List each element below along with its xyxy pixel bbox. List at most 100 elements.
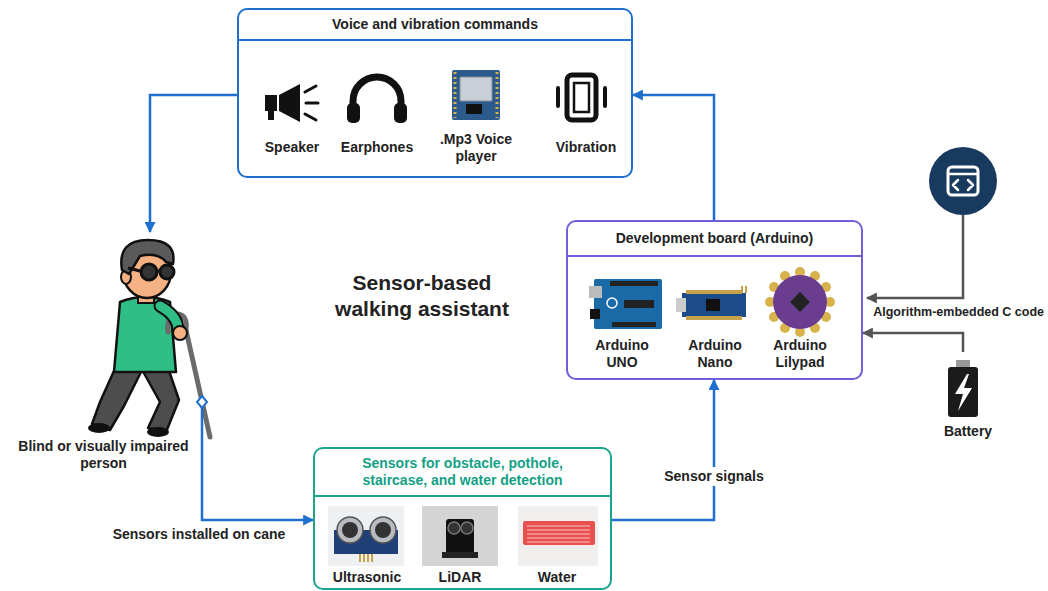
vibration-icon: [558, 75, 605, 120]
flow-arrow: [633, 95, 714, 220]
speaker-icon: [268, 111, 274, 120]
lidar-sensor-image: [446, 519, 474, 555]
panel-heading: Voice and vibration commands: [239, 10, 631, 41]
code-icon: [929, 147, 997, 215]
person-figure: [186, 330, 210, 437]
node-label: LiDAR: [415, 569, 505, 586]
board-item: Arduino Lilypad: [765, 337, 835, 371]
mp3-module-icon: [455, 72, 497, 118]
flow-arrow: [202, 402, 313, 520]
battery-icon: [948, 360, 978, 417]
person-figure: [173, 326, 187, 340]
edge-label: Sensors installed on cane: [110, 525, 289, 544]
sensor-item: Ultrasonic: [322, 569, 412, 586]
water-sensor-image: [523, 521, 595, 545]
arduino-uno-image: [589, 279, 662, 329]
person-figure: [128, 268, 140, 271]
panel-heading: Sensors for obstacle, pothole, staircase…: [315, 449, 610, 497]
node-label: Vibration: [541, 139, 631, 156]
board-panel: Development board (Arduino) Arduino UNO Ar…: [566, 220, 863, 380]
vibration-icon: [567, 75, 596, 120]
code-icon: [948, 173, 978, 176]
arduino-lilypad-image: [790, 292, 810, 312]
arduino-lilypad-image: [773, 275, 827, 329]
node-label: Earphones: [332, 139, 422, 156]
node-label: .Mp3 Voice player: [433, 131, 519, 165]
input-label: Algorithm-embedded C code: [873, 305, 1044, 320]
arduino-nano-image: [706, 299, 720, 311]
speaker-icon: [265, 84, 318, 122]
node-label: Arduino Lilypad: [765, 337, 835, 371]
person-figure: [147, 427, 169, 437]
ultrasonic-sensor-image: [337, 517, 363, 543]
ultrasonic-sensor-image: [328, 506, 404, 566]
code-icon: [948, 167, 978, 195]
arduino-lilypad-image: [765, 267, 835, 337]
node-label: Ultrasonic: [322, 569, 412, 586]
code-icon: [929, 147, 997, 215]
lidar-sensor-image: [442, 552, 478, 558]
connector-group: [150, 95, 963, 520]
arduino-nano-image: [742, 286, 746, 293]
arduino-uno-image: [594, 279, 662, 329]
node-label: Battery: [944, 423, 992, 440]
arduino-uno-image: [624, 300, 654, 308]
user-figure: Blind or visually impaired person: [5, 232, 202, 472]
panel-heading: Development board (Arduino): [568, 222, 861, 257]
sensor-panel: Sensors for obstacle, pothole, staircase…: [313, 447, 612, 590]
vibration-icon: [558, 88, 605, 106]
earphones-icon: [394, 103, 407, 123]
arduino-uno-image: [590, 309, 600, 319]
code-input-arrow: [867, 215, 963, 298]
output-item: Vibration: [541, 139, 631, 156]
mp3-module-icon: [466, 104, 482, 114]
sensor-item: LiDAR: [415, 569, 505, 586]
cane-sensor-marker: [197, 396, 207, 408]
node-label: Blind or visually impaired person: [5, 438, 202, 472]
water-sensor-image: [518, 506, 598, 566]
mp3-module-icon: [452, 70, 500, 120]
water-sensor-image: [518, 506, 598, 566]
lidar-sensor-image: [422, 506, 498, 566]
speaker-icon: [279, 84, 300, 122]
board-item: Arduino Nano: [680, 337, 750, 371]
speaker-icon: [305, 86, 318, 120]
earphones-icon: [347, 77, 407, 123]
output-item: Earphones: [332, 139, 422, 156]
command-panel: Voice and vibration commandsSpeakerEarph…: [237, 8, 633, 178]
speaker-icon: [265, 95, 277, 111]
diagram-title: Sensor-based walking assistant: [317, 270, 527, 322]
arduino-nano-image: [682, 293, 746, 317]
battery-icon: [955, 374, 972, 411]
person-figure: [88, 423, 110, 433]
lidar-sensor-image: [448, 522, 460, 534]
battery-icon: [956, 360, 970, 368]
person-figure: [141, 264, 157, 280]
water-sensor-image: [527, 526, 590, 542]
flow-arrow: [150, 95, 237, 232]
output-item: .Mp3 Voice player: [433, 131, 519, 165]
lidar-sensor-image: [422, 506, 498, 566]
edge-label: Sensor signals: [661, 467, 767, 486]
earphones-icon: [353, 77, 401, 112]
mp3-module-icon: [452, 70, 500, 120]
arduino-nano-image: [676, 298, 686, 312]
board-item: Arduino UNO: [587, 337, 657, 371]
ultrasonic-sensor-image: [370, 517, 396, 543]
ultrasonic-sensor-image: [360, 554, 372, 562]
arduino-uno-image: [610, 281, 658, 286]
person-figure: [88, 240, 210, 437]
arduino-nano-image: [686, 316, 742, 320]
earphones-icon: [347, 103, 360, 123]
person-figure: [160, 265, 174, 279]
code-icon: [953, 180, 973, 190]
mp3-module-icon: [460, 77, 492, 101]
arduino-nano-image: [676, 286, 746, 320]
node-label: Water: [512, 569, 602, 586]
flow-arrow: [863, 333, 963, 352]
arduino-uno-image: [589, 286, 602, 298]
